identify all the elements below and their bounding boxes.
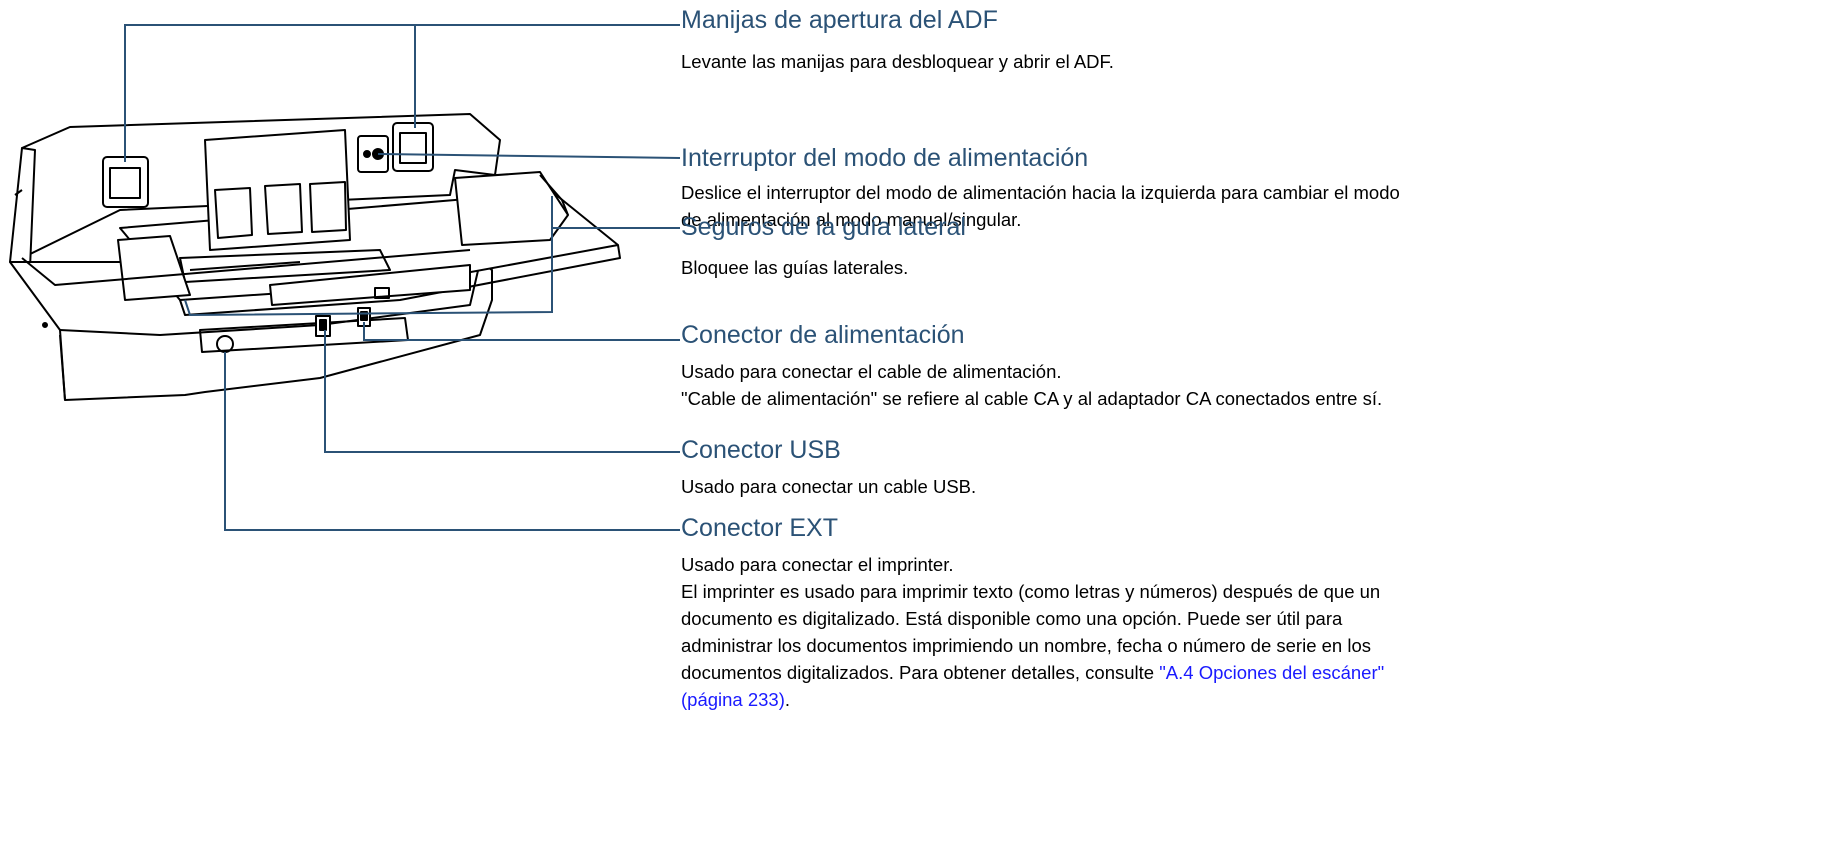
- section-ext-connector: Conector EXT Usado para conectar el impr…: [681, 513, 1384, 713]
- section-usb-connector: Conector USB Usado para conectar un cabl…: [681, 435, 976, 500]
- section-text: administrar los documentos imprimiendo u…: [681, 635, 1371, 656]
- scanner-options-link[interactable]: "A.4 Opciones del escáner": [1159, 662, 1385, 683]
- section-title: Conector EXT: [681, 514, 839, 542]
- section-feed-mode-switch: Interruptor del modo de alimentación Des…: [681, 143, 1400, 233]
- section-text: documento es digitalizado. Está disponib…: [681, 608, 1343, 629]
- section-text: El imprinter es usado para imprimir text…: [681, 581, 1381, 602]
- section-title: Interruptor del modo de alimentación: [681, 144, 1089, 172]
- section-text: Usado para conectar un cable USB.: [681, 476, 977, 497]
- scanner-illustration: [9, 113, 621, 401]
- section-text: Deslice el interruptor del modo de alime…: [681, 182, 1400, 203]
- section-title: Manijas de apertura del ADF: [681, 6, 998, 34]
- section-text-with-link: documentos digitalizados. Para obtener d…: [681, 659, 1384, 686]
- section-title: Seguros de la guía lateral: [681, 213, 966, 241]
- section-text: Bloquee las guías laterales.: [681, 257, 909, 278]
- section-text: .: [784, 689, 791, 710]
- section-power-connector: Conector de alimentación Usado para cone…: [681, 320, 1382, 412]
- page-reference-link[interactable]: (página 233): [681, 689, 785, 710]
- section-text: Levante las manijas para desbloquear y a…: [681, 51, 1114, 72]
- section-text: Usado para conectar el cable de alimenta…: [681, 361, 1062, 382]
- section-text: documentos digitalizados. Para obtener d…: [681, 662, 1160, 683]
- section-text: "Cable de alimentación" se refiere al ca…: [681, 388, 1383, 409]
- section-text-with-link: (página 233).: [681, 686, 1384, 713]
- section-text: Usado para conectar el imprinter.: [681, 554, 954, 575]
- section-title: Conector USB: [681, 436, 841, 464]
- section-text: de alimentación al modo manual/singular.: [681, 209, 1022, 230]
- section-title: Conector de alimentación: [681, 321, 965, 349]
- section-adf-handles: Manijas de apertura del ADF Levante las …: [681, 5, 1114, 75]
- section-side-guide-locks: Seguros de la guía lateral Bloquee las g…: [681, 212, 966, 281]
